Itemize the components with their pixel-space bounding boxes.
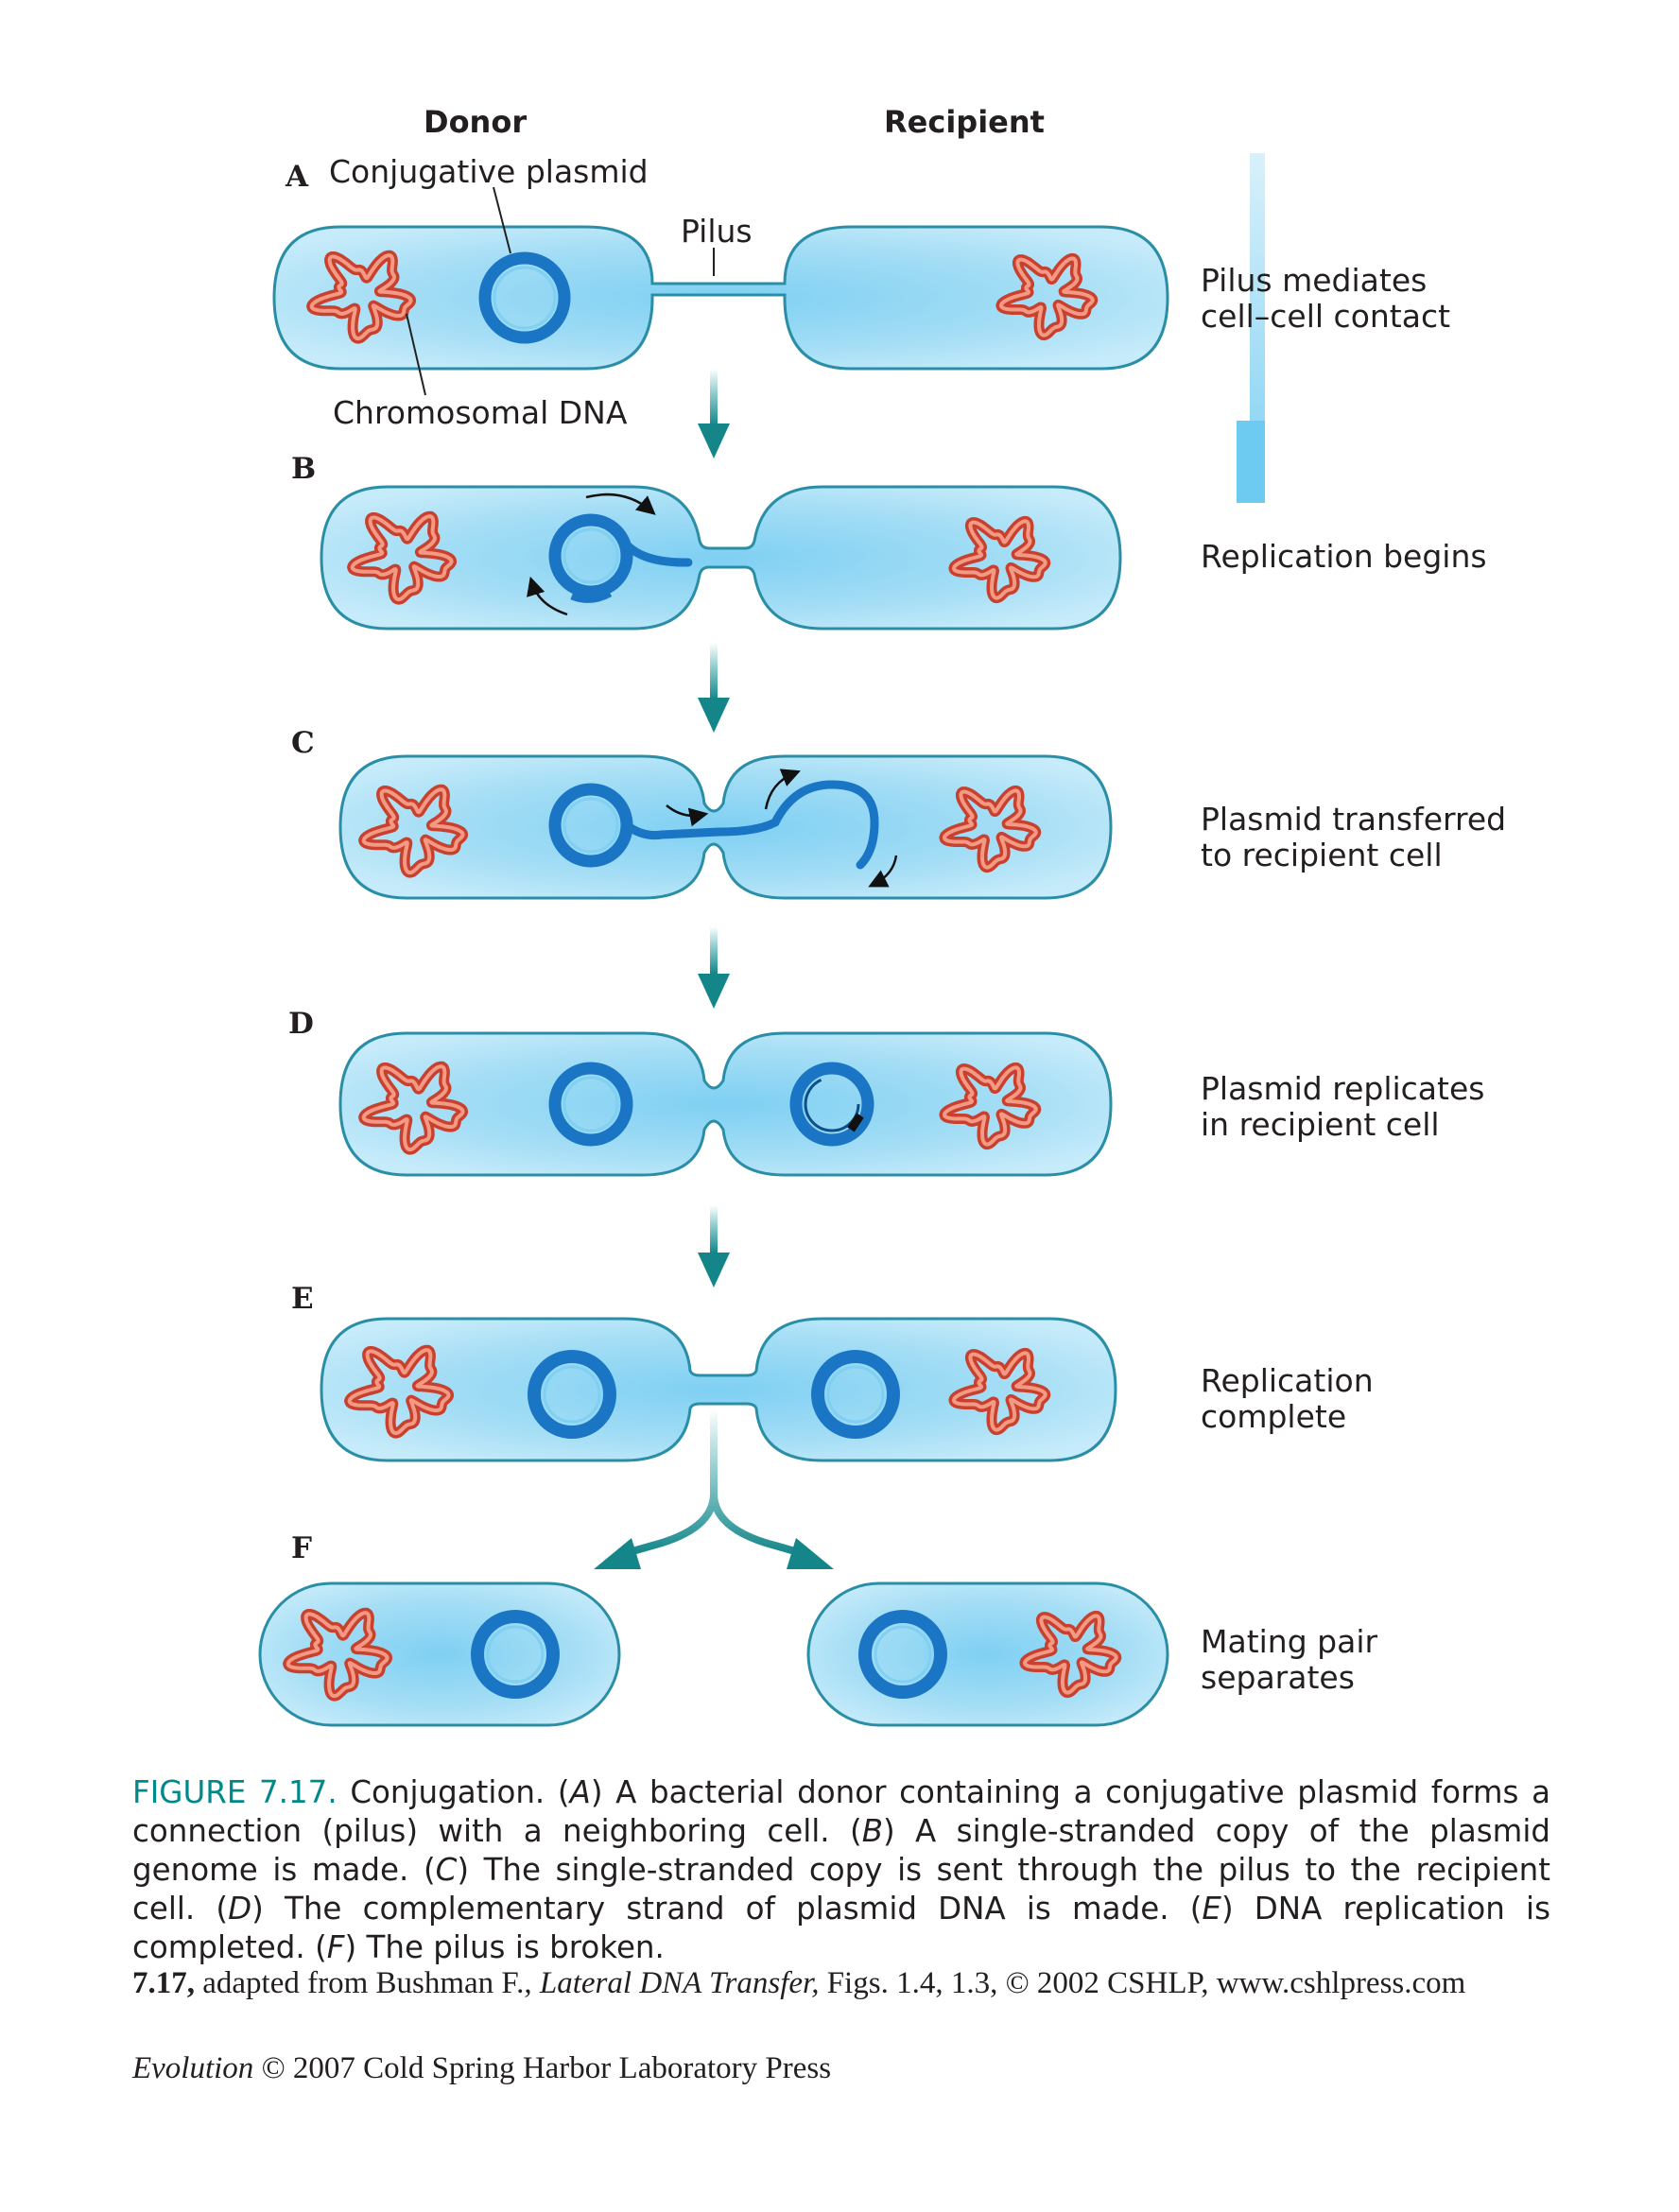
chromosome — [948, 1347, 1051, 1436]
chromosome — [939, 785, 1042, 873]
credit-prefix: adapted from Bushman F., — [195, 1966, 540, 2000]
plasmid — [548, 513, 693, 603]
caption-segment: ) A single-stranded copy of the plasmid … — [132, 1813, 1550, 1888]
chromosome — [347, 510, 458, 605]
callout-line — [493, 186, 511, 254]
panel-letter: B — [291, 452, 316, 486]
panel-description: to recipient cell — [1201, 837, 1443, 873]
caption-panel-ref: D — [228, 1891, 252, 1927]
panel-letter: D — [288, 1007, 314, 1041]
caption-panel-ref: F — [326, 1929, 345, 1965]
figure-credit: 7.17, adapted from Bushman F., Lateral D… — [132, 1966, 1465, 2001]
chromosome — [358, 1061, 469, 1155]
donor-header: Donor — [424, 104, 527, 140]
caption-segment: Conjugation. ( — [337, 1774, 570, 1810]
panel-description: in recipient cell — [1201, 1106, 1440, 1143]
timeline-bar — [1237, 153, 1265, 503]
caption-text: Conjugation. (A) A bacterial donor conta… — [132, 1774, 1550, 1965]
cell-pair — [320, 1317, 1117, 1462]
cell-pair — [338, 1031, 1113, 1177]
caption-panel-ref: E — [1202, 1891, 1221, 1927]
panel-d: D Plasmid replicates in recipient cell — [288, 1007, 1484, 1177]
plasmid — [811, 1350, 900, 1439]
conjugative-plasmid-label: Conjugative plasmid — [329, 153, 649, 190]
caption-panel-ref: C — [435, 1852, 458, 1888]
chromosome — [939, 1062, 1042, 1150]
panel-description: Plasmid transferred — [1201, 801, 1506, 838]
caption-segment: ) The pilus is broken. — [344, 1929, 665, 1965]
credit-figure-ref: 7.17, — [132, 1966, 195, 2000]
caption-panel-ref: B — [861, 1813, 883, 1849]
plasmid — [548, 1062, 633, 1147]
chromosomal-dna-label: Chromosomal DNA — [333, 394, 628, 431]
panel-description: Plasmid replicates — [1201, 1070, 1484, 1107]
panel-description: Replication begins — [1201, 538, 1487, 575]
conjugation-diagram: Donor Recipient A Conjugative plasmid Pi… — [258, 104, 1506, 1727]
step-arrow — [698, 643, 730, 733]
rotation-arrow — [585, 493, 656, 515]
chromosome — [283, 1607, 393, 1702]
plasmid — [789, 1062, 874, 1147]
rotation-arrow — [868, 855, 898, 888]
caption-segment: ) The complementary strand of plasmid DN… — [251, 1891, 1203, 1927]
rotation-arrow — [666, 804, 709, 827]
split-arrow — [594, 1408, 834, 1569]
step-arrow — [698, 926, 730, 1009]
panel-description: complete — [1201, 1398, 1346, 1435]
step-arrow — [698, 369, 730, 458]
rotation-arrow — [527, 576, 568, 616]
panel-letter: C — [291, 726, 315, 760]
chromosome — [344, 1344, 455, 1439]
plasmid — [478, 251, 571, 344]
cell-pair — [338, 754, 1113, 900]
caption-segment: ) A bacterial donor containing a conjuga… — [132, 1774, 1550, 1849]
chromosome — [306, 250, 417, 344]
caption-segment: ) The single-stranded copy is sent throu… — [132, 1852, 1550, 1927]
cell-pair — [320, 485, 1122, 631]
panel-e: E Replication complete — [291, 1282, 1374, 1462]
copyright-title: Evolution — [132, 2051, 254, 2085]
panel-letter: E — [291, 1282, 314, 1316]
pilus-label: Pilus — [681, 213, 753, 250]
chromosome — [948, 515, 1051, 604]
copyright-rest: © 2007 Cold Spring Harbor Laboratory Pre… — [253, 2051, 832, 2085]
caption-segment: ) DNA replication is completed. ( — [132, 1891, 1551, 1965]
plasmid — [471, 1610, 560, 1699]
step-arrow — [698, 1205, 730, 1287]
panel-description: Pilus mediates — [1201, 262, 1427, 299]
panel-description: separates — [1201, 1659, 1355, 1696]
caption-panel-ref: A — [569, 1774, 591, 1810]
chromosome — [1019, 1610, 1122, 1699]
recipient-header: Recipient — [884, 104, 1045, 140]
plasmid — [548, 780, 879, 870]
panel-a: A Conjugative plasmid Pilus Chromosomal … — [272, 153, 1450, 431]
credit-suffix: Figs. 1.4, 1.3, © 2002 CSHLP, www.cshlpr… — [819, 1966, 1466, 2000]
plasmid — [528, 1350, 616, 1439]
rotation-arrow — [764, 769, 801, 810]
panel-b: B Replication begins — [291, 452, 1487, 631]
plasmid — [858, 1610, 947, 1699]
panel-f: F Mating pair separates — [258, 1531, 1377, 1727]
chromosome — [358, 784, 469, 878]
figure-caption: FIGURE 7.17. Conjugation. (A) A bacteria… — [132, 1773, 1550, 1967]
panel-letter: A — [285, 160, 309, 194]
figure-number: FIGURE 7.17. — [132, 1774, 338, 1810]
copyright-line: Evolution © 2007 Cold Spring Harbor Labo… — [132, 2051, 831, 2086]
panel-description: Replication — [1201, 1362, 1374, 1399]
panel-description: Mating pair — [1201, 1623, 1377, 1660]
panel-c: C Plasmid transferred to recipient cell — [291, 726, 1506, 900]
chromosome — [995, 252, 1099, 341]
credit-book-title: Lateral DNA Transfer, — [539, 1966, 820, 2000]
panel-description: cell–cell contact — [1201, 298, 1450, 335]
callout-line — [406, 313, 426, 396]
panel-letter: F — [291, 1531, 312, 1565]
